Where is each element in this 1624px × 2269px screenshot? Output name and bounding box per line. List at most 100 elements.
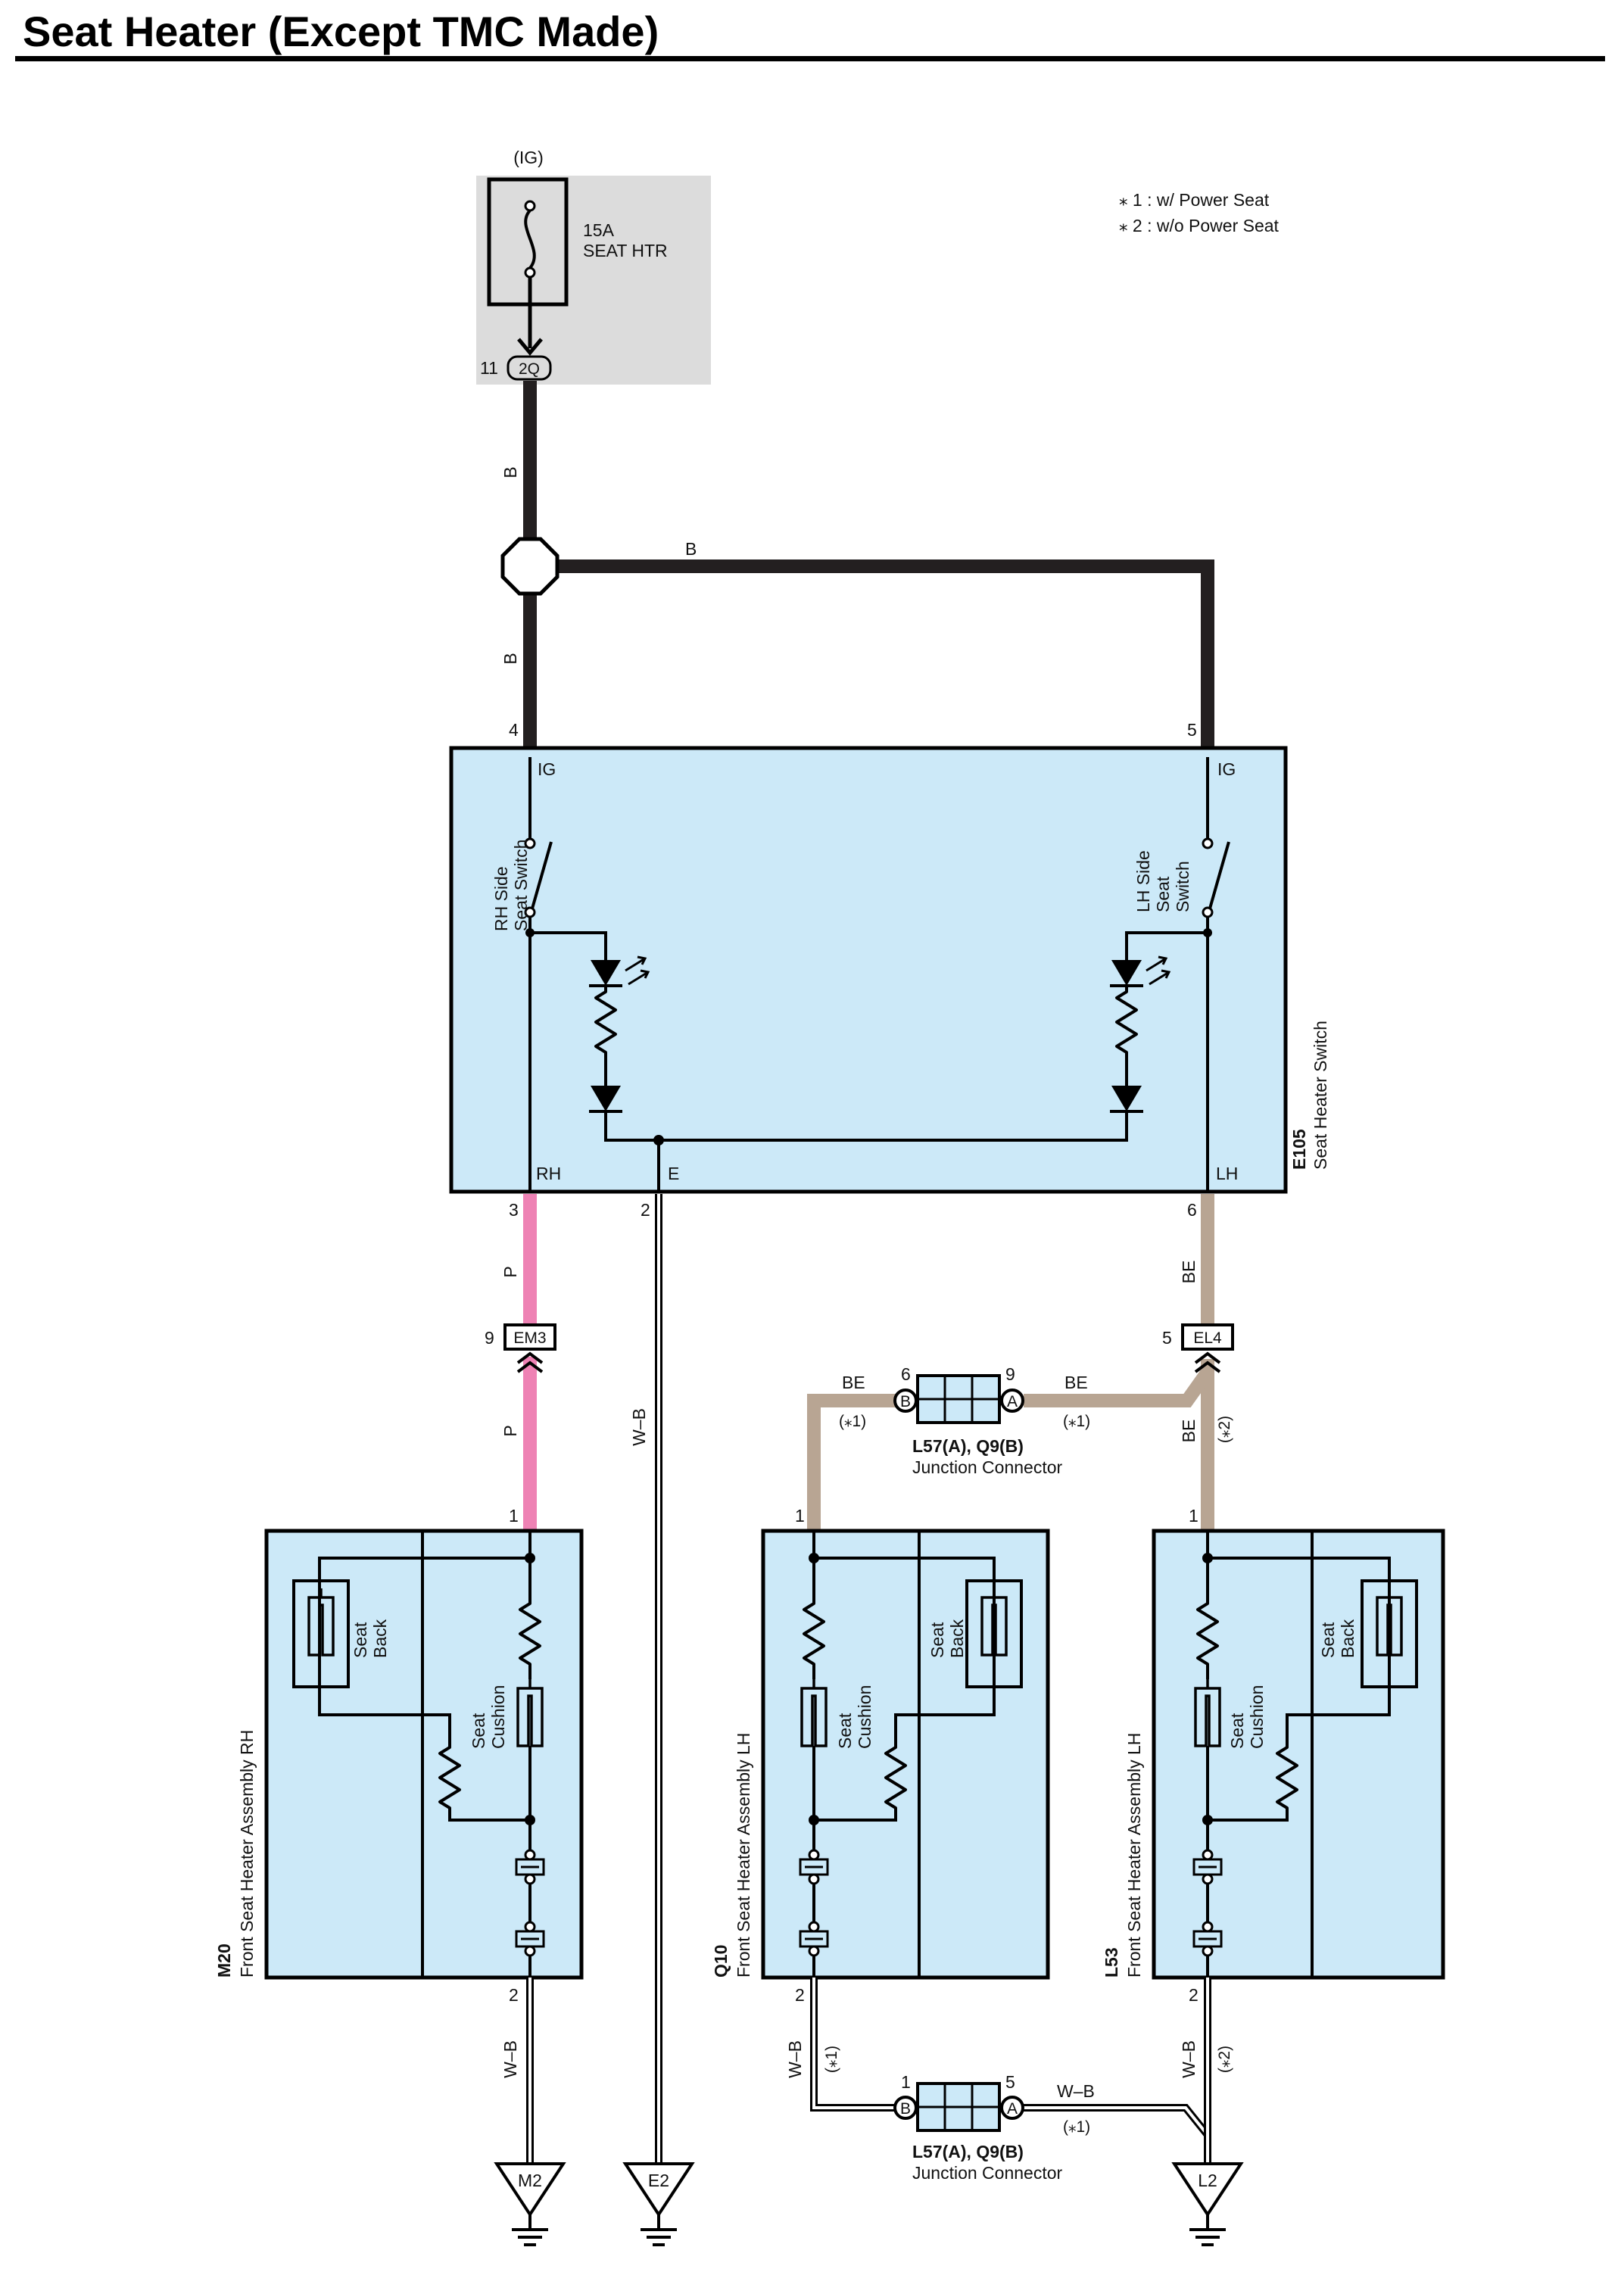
- switch-pin-e: 2: [641, 1200, 650, 1220]
- wire-label-b1: B: [500, 466, 520, 478]
- fuse-element: [524, 209, 536, 270]
- terminal-ig-left: IG: [538, 759, 556, 779]
- m20-cushion-1: Seat: [469, 1713, 488, 1749]
- jc-top-side-b: B: [900, 1393, 911, 1410]
- lh-diode: [1111, 1086, 1142, 1111]
- q10-name: Front Seat Heater Assembly LH: [734, 1733, 753, 1978]
- jc-bottom-pin-b: 1: [901, 2072, 911, 2092]
- ground-l2: [1171, 2162, 1244, 2246]
- fuse-name: SEAT HTR: [583, 241, 668, 260]
- connector-el4-code: EL4: [1193, 1329, 1222, 1347]
- l53-cushion-1: Seat: [1227, 1713, 1247, 1749]
- wire-label-be4: BE: [1179, 1420, 1199, 1443]
- connector-2q: [507, 355, 552, 381]
- l53-pin-bottom: 2: [1189, 1985, 1199, 2005]
- wire-be-q10: [807, 1394, 901, 1531]
- ground-l2-label: L2: [1198, 2171, 1217, 2190]
- m20-cushion-2: Cushion: [488, 1685, 508, 1749]
- wire-label-b2: B: [500, 653, 520, 664]
- q10-back-1: Seat: [927, 1622, 947, 1658]
- wire-b-branch: [556, 559, 1214, 746]
- terminal-rh: RH: [536, 1164, 561, 1183]
- switch-pin-lh: 6: [1187, 1200, 1197, 1220]
- q10-pin-bottom: 2: [795, 1985, 805, 2005]
- junction-connector-top: [893, 1374, 1024, 1424]
- title-rule: [15, 56, 1605, 61]
- lh-switch-label-3: Switch: [1173, 861, 1192, 912]
- fuse-pin: 11: [480, 358, 498, 378]
- l53-back-1: Seat: [1318, 1622, 1338, 1658]
- splice-point: [500, 537, 560, 596]
- jc-top-pin-a: 9: [1005, 1364, 1015, 1384]
- switch-pin-ig-right: 5: [1187, 720, 1197, 740]
- jc-bottom-note-a: (⁎1): [1063, 2118, 1090, 2136]
- jc-bottom-name: L57(A), Q9(B): [912, 2142, 1024, 2161]
- q10-back-2: Back: [947, 1619, 967, 1658]
- lh-switch-label-1: LH Side: [1133, 850, 1153, 912]
- note-l53-down: (⁎2): [1216, 2046, 1233, 2073]
- wire-label-b3: B: [685, 539, 697, 559]
- wire-wb-q10: [810, 1978, 895, 2112]
- l53-pin-top: 1: [1189, 1506, 1199, 1526]
- connector-em3-code: EM3: [513, 1329, 546, 1347]
- connector-em3: [503, 1323, 556, 1351]
- wire-label-wb-l53: W–B: [1179, 2040, 1199, 2078]
- note-1: ⁎ 1 : w/ Power Seat: [1119, 190, 1270, 210]
- wire-label-be2: BE: [842, 1373, 865, 1392]
- jc-top-desc: Junction Connector: [912, 1457, 1063, 1477]
- switch-pin-rh: 3: [509, 1200, 519, 1220]
- jc-top-side-a: A: [1007, 1393, 1018, 1410]
- m20-code: M20: [214, 1943, 234, 1978]
- note-el4-down: (⁎2): [1216, 1416, 1233, 1443]
- terminal-ig-right: IG: [1217, 759, 1236, 779]
- fuse-rating: 15A: [583, 220, 615, 240]
- connector-em3-pin: 9: [485, 1328, 494, 1348]
- wire-be-to-jc: [1024, 1367, 1214, 1407]
- wire-wb-jc-bottom: [1024, 2104, 1211, 2138]
- jc-bottom-pin-a: 5: [1005, 2072, 1015, 2092]
- jc-top-note-a: (⁎1): [1063, 1413, 1090, 1430]
- switch-pin-ig-left: 4: [509, 720, 519, 740]
- lh-switch-label-2: Seat: [1153, 876, 1173, 912]
- wire-label-be1: BE: [1179, 1261, 1199, 1284]
- l53-name: Front Seat Heater Assembly LH: [1124, 1733, 1144, 1978]
- terminal-lh: LH: [1216, 1164, 1238, 1183]
- wire-label-wb-q10: W–B: [785, 2040, 805, 2078]
- l53-back-2: Back: [1338, 1619, 1357, 1658]
- wire-label-wb-e: W–B: [629, 1408, 649, 1446]
- ground-e2-label: E2: [648, 2171, 669, 2190]
- wire-label-p2: P: [500, 1425, 520, 1436]
- heater-q10: [761, 1529, 1050, 1980]
- q10-pin-top: 1: [795, 1506, 805, 1526]
- rh-indicator-led: [591, 960, 621, 986]
- terminal-e: E: [668, 1164, 679, 1183]
- rh-diode: [591, 1086, 621, 1111]
- l53-cushion-2: Cushion: [1247, 1685, 1267, 1749]
- jc-top-pin-b: 6: [901, 1364, 911, 1384]
- jc-top-name: L57(A), Q9(B): [912, 1436, 1024, 1456]
- m20-back-1: Seat: [351, 1622, 370, 1658]
- switch-name: Seat Heater Switch: [1311, 1021, 1330, 1170]
- rh-switch-label-2: Seat Switch: [511, 840, 531, 931]
- heater-m20: [264, 1529, 584, 1980]
- m20-pin-bottom: 2: [509, 1985, 519, 2005]
- q10-cushion-2: Cushion: [855, 1685, 874, 1749]
- heater-l53: [1152, 1529, 1445, 1980]
- seat-heater-switch-box: [449, 746, 1288, 1194]
- note-q10-down: (⁎1): [823, 2046, 840, 2073]
- m20-pin-top: 1: [509, 1506, 519, 1526]
- m20-name: Front Seat Heater Assembly RH: [237, 1730, 257, 1978]
- connector-el4-pin: 5: [1162, 1328, 1172, 1348]
- l53-code: L53: [1102, 1947, 1121, 1978]
- fuse-source: (IG): [513, 148, 544, 167]
- lh-indicator-led: [1111, 960, 1142, 986]
- wire-label-be3: BE: [1064, 1373, 1088, 1392]
- fuse-symbol: [487, 177, 569, 307]
- junction-connector-bottom: [893, 2082, 1024, 2132]
- jc-top-note-b: (⁎1): [839, 1413, 866, 1430]
- jc-bottom-side-a: A: [1007, 2100, 1018, 2118]
- connector-2q-label: 2Q: [519, 360, 540, 378]
- lh-switch-contact: [1208, 841, 1230, 909]
- wire-label-wb-jc: W–B: [1057, 2081, 1095, 2101]
